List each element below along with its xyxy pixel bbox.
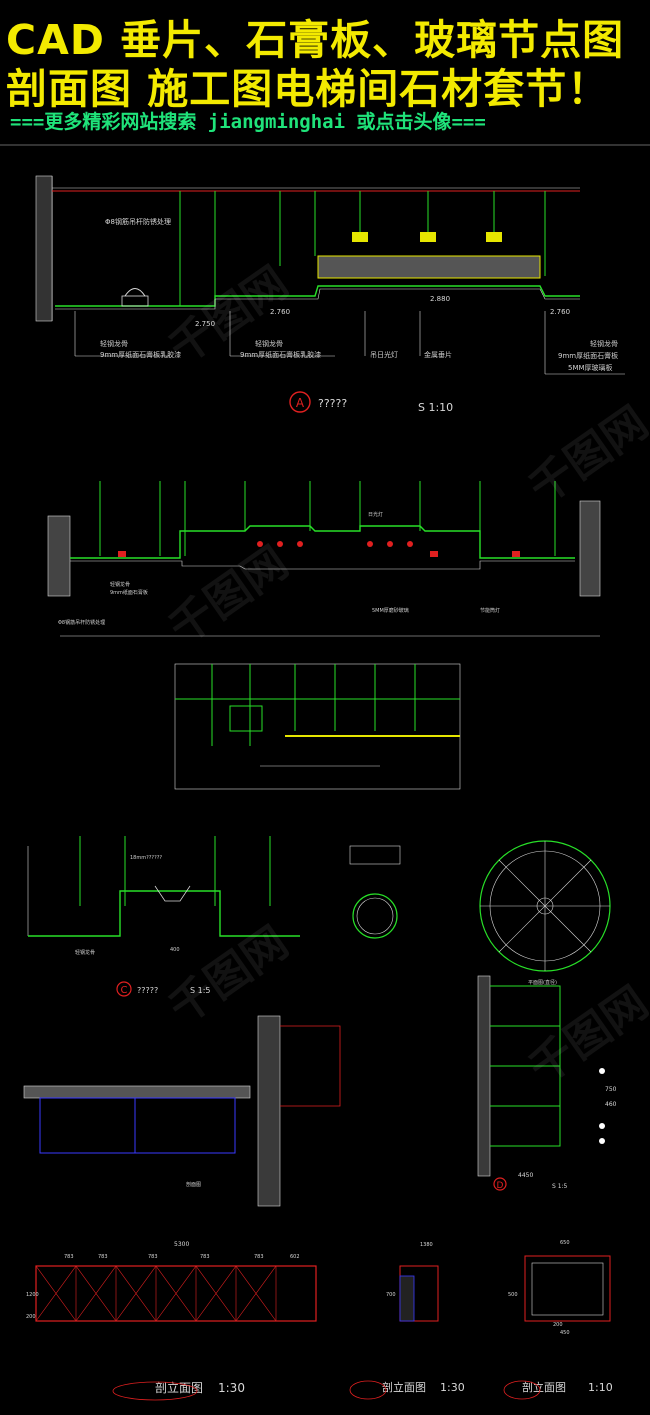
section-d-dim-2: 460 (605, 1101, 617, 1108)
elevation-1-dim: 783 (98, 1254, 108, 1260)
section-a-metal: 金属垂片 (424, 350, 452, 359)
elevation-1-height-1: 1200 (26, 1292, 39, 1298)
elevation-2-dim-1: 1380 (420, 1242, 433, 1248)
elevation-mid-left: 剖面图 (23, 1015, 341, 1207)
section-b-note-6: 节能筒灯 (480, 607, 500, 614)
section-a-light: 吊日光灯 (370, 350, 398, 359)
elevation-1-height-2: 200 (26, 1314, 36, 1320)
section-a-rod-note: Φ8钢筋吊杆防锈处理 (105, 217, 171, 226)
elevation-3-dim-1: 650 (560, 1240, 570, 1246)
banner-search-text: 更多精彩网站搜索 jiangminghai 或点击头像 (44, 111, 452, 133)
section-b-note-4: 日光灯 (368, 511, 383, 518)
section-c-note-1: 18mm?????? (130, 855, 162, 861)
elevation-1-dim: 783 (254, 1254, 264, 1260)
elevation-1-dim: 602 (290, 1254, 300, 1260)
section-a-title: ????? (318, 397, 347, 410)
elevation-3-dim-3: 500 (508, 1292, 518, 1298)
section-d-marker: D (497, 1181, 504, 1191)
section-d-dim-3: 750 (605, 1086, 617, 1093)
elevation-2-dim-2: 700 (386, 1292, 396, 1298)
banner-title-line2: 剖面图 施工图电梯间石材套节！ (6, 65, 610, 113)
elevation-3-dim-4: 200 (553, 1322, 563, 1328)
circle-detail-large: 平面图(直径) (479, 840, 611, 986)
section-a-keel-3: 轻钢龙骨 (590, 339, 618, 348)
section-a-elev-3: 2.880 (430, 295, 450, 303)
section-a-marker: A (296, 396, 305, 410)
elevation-2: 1380 700 剖立面图 1:30 (349, 1242, 465, 1400)
section-c-scale: S 1:5 (190, 986, 211, 995)
section-a-board-3: 9mm厚纸面石膏板 (558, 351, 618, 360)
section-d-scale: S 1:5 (552, 1183, 568, 1190)
section-b-detail: 轻钢龙骨 9mm纸面石膏板 Φ8钢筋吊杆防锈处理 日光灯 5MM厚磨砂玻璃 节能… (47, 481, 601, 637)
section-a-elev-1: 2.750 (195, 320, 215, 328)
section-a-elev-2: 2.760 (270, 308, 290, 316)
elevation-1-dim: 783 (200, 1254, 210, 1260)
section-c-title: ????? (137, 986, 158, 995)
elevation-2-title: 剖立面图 (382, 1380, 426, 1394)
circle-detail-small (349, 845, 401, 939)
elevation-1-dim: 783 (64, 1254, 74, 1260)
section-b-note-3: Φ8钢筋吊杆防锈处理 (58, 619, 105, 626)
elevation-1-dim: 783 (148, 1254, 158, 1260)
elevation-1-total: 5300 (174, 1241, 189, 1248)
banner-title-line1: CAD 垂片、石膏板、玻璃节点图 (6, 16, 625, 64)
section-a-elev-4: 2.760 (550, 308, 570, 316)
section-d-dim-1: 4450 (518, 1172, 533, 1179)
section-b-note-2: 9mm纸面石膏板 (110, 589, 148, 596)
section-c-marker: C (121, 985, 128, 996)
section-a-board-2: 9mm厚纸面石膏板乳胶漆 (240, 350, 321, 359)
header-banner: CAD 垂片、石膏板、玻璃节点图 剖面图 施工图电梯间石材套节！ ===更多精彩… (0, 0, 650, 146)
elevation-1-dims: 783 783 783 783 783 602 (64, 1254, 300, 1260)
section-b2-detail (174, 663, 461, 790)
section-a-glass: 5MM厚玻璃板 (568, 363, 613, 372)
elevation-3-dim-2: 450 (560, 1330, 570, 1336)
section-a-keel-2: 轻钢龙骨 (255, 339, 283, 348)
elevation-2-scale: 1:30 (440, 1381, 465, 1394)
section-d-detail: D 4450 S 1:5 460 750 (477, 975, 617, 1191)
elevation-3: 650 450 500 200 剖立面图 1:10 (503, 1240, 613, 1400)
elevation-1-scale: 1:30 (218, 1381, 245, 1395)
section-a-keel-1: 轻钢龙骨 (100, 339, 128, 348)
section-c-detail: 18mm?????? 轻钢龙骨 400 C ????? S 1:5 (27, 836, 300, 997)
elevation-3-scale: 1:10 (588, 1381, 613, 1394)
elevation-1-title: 剖立面图 (155, 1380, 203, 1395)
elevation-1: 5300 783 783 783 783 783 602 1200 200 剖立… (26, 1241, 317, 1401)
section-b-note-5: 5MM厚磨砂玻璃 (372, 607, 409, 614)
elevation-mid-label: 剖面图 (186, 1181, 201, 1188)
banner-dash-right: === (451, 111, 486, 133)
circle-detail-label: 平面图(直径) (528, 979, 557, 986)
elevation-3-title: 剖立面图 (522, 1380, 566, 1394)
cad-drawing-sheet: Φ8钢筋吊杆防锈处理 2.750 2.760 2.880 2.760 轻钢龙骨 … (23, 175, 625, 1401)
section-a-detail: Φ8钢筋吊杆防锈处理 2.750 2.760 2.880 2.760 轻钢龙骨 … (35, 175, 625, 414)
section-c-note-2: 轻钢龙骨 (75, 949, 95, 956)
section-b-note-1: 轻钢龙骨 (110, 581, 130, 588)
section-a-scale: S 1:10 (418, 401, 453, 414)
section-c-dim: 400 (170, 947, 180, 953)
banner-dash-left: === (10, 111, 45, 133)
banner-search-hint: ===更多精彩网站搜索 jiangminghai 或点击头像=== (10, 107, 486, 134)
section-a-board-1: 9mm厚纸面石膏板乳胶漆 (100, 350, 181, 359)
